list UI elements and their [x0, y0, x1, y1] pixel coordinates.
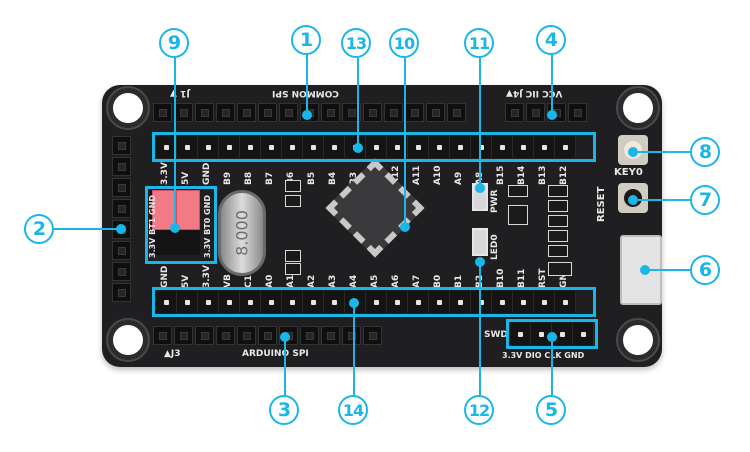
callout-10: 10 — [389, 28, 419, 58]
pin-label: B4 — [328, 171, 338, 185]
callout-3: 3 — [269, 395, 299, 425]
pin-label: A3 — [328, 274, 338, 288]
mounting-hole-bottom-left — [108, 320, 148, 360]
mounting-hole-top-left — [108, 88, 148, 128]
pin-label: A2 — [307, 274, 317, 288]
smd-component — [548, 230, 568, 242]
pin-label: RST — [538, 268, 548, 288]
callout-13: 13 — [341, 28, 371, 58]
j3-function-label: ARDUINO SPI — [242, 349, 309, 359]
smd-component — [548, 200, 568, 212]
callout-6: 6 — [690, 255, 720, 285]
reset-label: RESET — [596, 186, 607, 222]
callout-1-marker — [302, 110, 312, 120]
pin-label: B14 — [517, 165, 527, 185]
callout-7: 7 — [690, 185, 720, 215]
pin-label: B5 — [307, 171, 317, 185]
smd-component — [285, 180, 301, 192]
pin-label: 5V — [181, 171, 191, 185]
mounting-hole-bottom-right — [618, 320, 658, 360]
callout-12-marker — [475, 257, 485, 267]
pin-label: A11 — [412, 165, 422, 186]
pin-label: VB — [223, 274, 233, 288]
j3-label: ▲J3 — [164, 349, 181, 359]
j1-label: J1 ▼ — [170, 88, 190, 98]
smd-component — [285, 250, 301, 262]
j1-socket-row — [153, 103, 468, 122]
callout-11: 11 — [464, 28, 494, 58]
callout-2-marker — [116, 224, 126, 234]
pin-label: B10 — [496, 268, 506, 288]
callout-8: 8 — [690, 137, 720, 167]
callout-7-marker — [628, 195, 638, 205]
smd-component — [548, 215, 568, 227]
crystal-oscillator: 8.000 — [218, 190, 266, 276]
swd-pin-labels: 3.3V DIO CLK GND — [502, 351, 585, 360]
callout-10-marker — [400, 222, 410, 232]
pin-label: 3.3V — [202, 265, 212, 288]
callout-13-marker — [353, 143, 363, 153]
user-led-label: LED0 — [490, 234, 500, 260]
pin-label: A4 — [349, 274, 359, 288]
pin-label: A6 — [391, 274, 401, 288]
j3-socket-row — [153, 326, 384, 345]
pin-label: A10 — [433, 165, 443, 186]
smd-component — [285, 195, 301, 207]
callout-14-marker — [349, 298, 359, 308]
smd-component — [508, 185, 528, 197]
user-led — [472, 228, 488, 256]
pin-label: A5 — [370, 274, 380, 288]
j4-socket-row — [505, 103, 589, 122]
pin-label: 5V — [181, 274, 191, 288]
callout-9-marker — [170, 223, 180, 233]
boot0-jumper-cap[interactable] — [176, 190, 200, 230]
pin-label: B7 — [265, 171, 275, 185]
smd-component — [508, 205, 528, 225]
callout-12: 12 — [464, 395, 494, 425]
bottom-pin-header — [156, 291, 576, 313]
callout-8-marker — [628, 147, 638, 157]
pin-label: GND — [160, 265, 170, 288]
top-header-highlight — [152, 132, 596, 162]
left-socket-column — [112, 136, 133, 304]
pin-label: B11 — [517, 268, 527, 288]
pin-label: B13 — [538, 165, 548, 185]
callout-1: 1 — [291, 25, 321, 55]
j4-label: VCC IIC J4▼ — [506, 88, 563, 98]
pin-label: B9 — [223, 171, 233, 185]
smd-component — [285, 263, 301, 275]
pin-label: B12 — [559, 165, 569, 185]
smd-component — [548, 185, 568, 197]
callout-5: 5 — [536, 395, 566, 425]
callout-14: 14 — [338, 395, 368, 425]
pin-label: B15 — [496, 165, 506, 185]
bottom-header-highlight — [152, 287, 596, 317]
smd-component — [548, 262, 572, 276]
pin-label: A0 — [265, 274, 275, 288]
callout-5-marker — [547, 332, 557, 342]
pin-label: A7 — [412, 274, 422, 288]
power-led-label: PWR — [490, 189, 500, 213]
swd-label: SWD — [484, 330, 508, 340]
callout-2: 2 — [24, 214, 54, 244]
swd-header — [510, 323, 594, 345]
pin-label: 3.3V — [160, 162, 170, 185]
smd-component — [548, 245, 568, 257]
callout-3-marker — [280, 332, 290, 342]
pin-label: A9 — [454, 171, 464, 185]
callout-6-marker — [640, 265, 650, 275]
callout-4-marker — [547, 110, 557, 120]
pin-label: B8 — [244, 171, 254, 185]
callout-9: 9 — [159, 28, 189, 58]
mounting-hole-top-right — [618, 88, 658, 128]
top-pin-header — [156, 136, 576, 158]
pin-label: GND — [202, 162, 212, 185]
callout-4: 4 — [536, 25, 566, 55]
key0-label: KEY0 — [614, 167, 643, 178]
callout-11-marker — [475, 183, 485, 193]
boot-jumper-highlight — [145, 186, 217, 264]
pin-label: A1 — [286, 274, 296, 288]
